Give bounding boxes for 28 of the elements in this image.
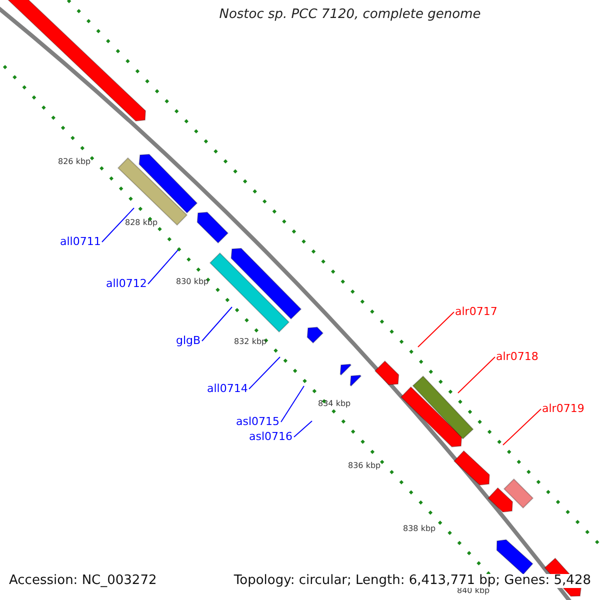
leader-line — [294, 420, 312, 438]
leader-line — [502, 408, 542, 446]
leader-line — [418, 312, 454, 348]
tick-label: 836 kbp — [348, 462, 381, 471]
gene-label: alr0719 — [542, 403, 584, 416]
gene-label: asl0716 — [249, 431, 293, 444]
leader-line — [280, 386, 304, 422]
tick-label: 834 kbp — [318, 400, 351, 409]
genome-stats-text: Topology: circular; Length: 6,413,771 bp; Genes: 5,428 — [234, 574, 591, 588]
tick-label: 828 kbp — [125, 219, 158, 228]
tick-label: 832 kbp — [234, 338, 267, 347]
tick-label: 838 kbp — [403, 525, 436, 534]
leader-line — [148, 250, 178, 284]
gene-label: all0714 — [207, 383, 248, 396]
leader-line — [458, 356, 496, 394]
gene-label: alr0718 — [496, 351, 538, 364]
leader-line — [202, 306, 232, 342]
gene-label: alr0717 — [455, 306, 498, 318]
leader-line — [248, 356, 280, 390]
gene-label: asl0715 — [236, 416, 280, 428]
leader-line — [102, 208, 134, 242]
gene-label: all0711 — [60, 236, 101, 248]
gene-label: all0712 — [106, 278, 147, 290]
gene-label: glgB — [176, 335, 201, 348]
accession-text: Accession: NC_003272 — [9, 574, 157, 588]
tick-label: 826 kbp — [58, 158, 91, 167]
tick-label: 830 kbp — [176, 278, 209, 287]
title: Nostoc sp. PCC 7120, complete genome — [218, 8, 482, 22]
